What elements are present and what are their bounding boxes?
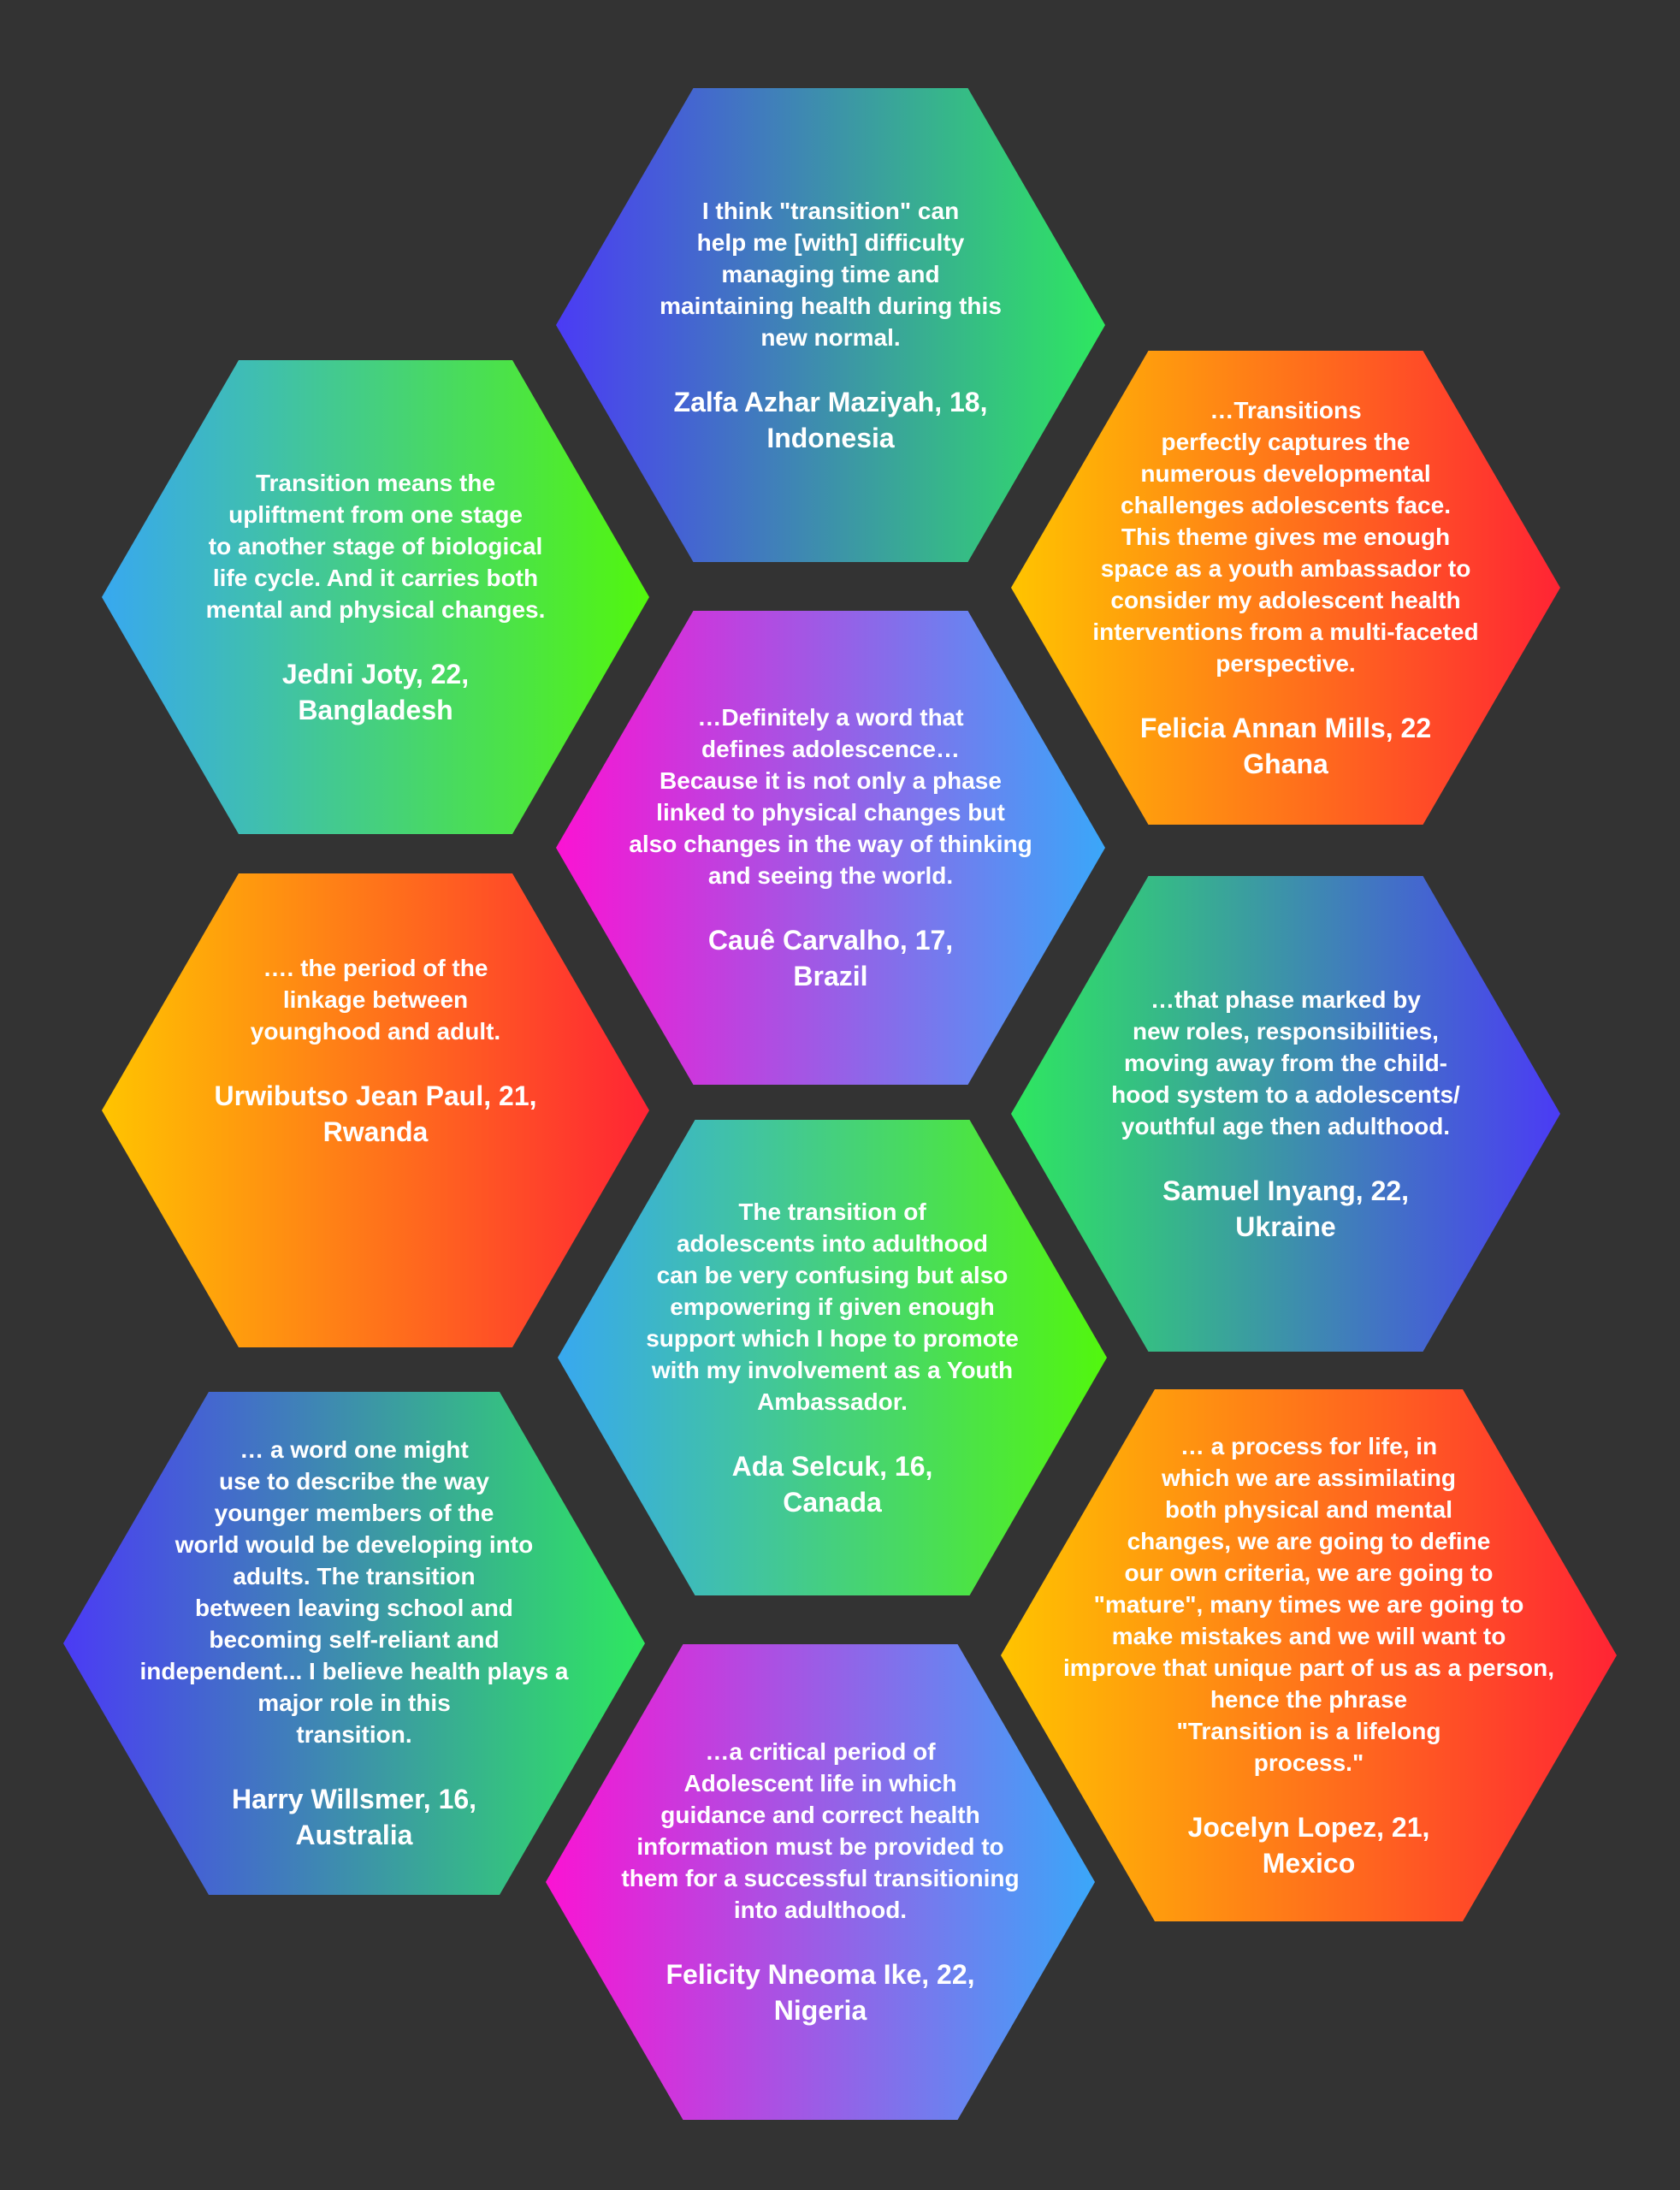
author-attribution: Felicia Annan Mills, 22 Ghana	[1139, 712, 1432, 779]
author-attribution: Urwibutso Jean Paul, 21, Rwanda	[214, 1080, 537, 1147]
author-attribution: Felicity Nneoma Ike, 22, Nigeria	[665, 1959, 975, 2026]
quote-text: Transition means the upliftment from one…	[205, 469, 546, 623]
quote-card-australia: … a word one might use to describe the w…	[63, 1392, 645, 1895]
quote-card-brazil: …Definitely a word that defines adolesce…	[556, 611, 1105, 1085]
quote-text: … a word one might use to describe the w…	[139, 1436, 569, 1748]
quote-card-ghana: …Transitions perfectly captures the nume…	[1011, 351, 1560, 825]
quote-card-rwanda: …. the period of the linkage between you…	[102, 873, 649, 1347]
quote-card-mexico: … a process for life, in which we are as…	[1001, 1389, 1617, 1921]
quote-text: …Definitely a word that defines adolesce…	[629, 704, 1032, 889]
quote-card-indonesia: I think "transition" can help me [with] …	[556, 88, 1105, 562]
author-attribution: Jedni Joty, 22, Bangladesh	[281, 658, 470, 725]
quote-card-nigeria: …a critical period of Adolescent life in…	[546, 1644, 1095, 2120]
quote-card-ukraine: …that phase marked by new roles, respons…	[1011, 876, 1560, 1352]
quote-text: …that phase marked by new roles, respons…	[1111, 986, 1460, 1139]
author-attribution: Ada Selcuk, 16, Canada	[731, 1450, 933, 1518]
quote-text: … a process for life, in which we are as…	[1062, 1432, 1555, 1776]
author-attribution: Harry Willsmer, 16, Australia	[231, 1784, 477, 1850]
author-attribution: Zalfa Azhar Maziyah, 18, Indonesia	[673, 386, 988, 453]
quote-text: …Transitions perfectly captures the nume…	[1092, 396, 1479, 677]
author-attribution: Jocelyn Lopez, 21, Mexico	[1187, 1811, 1430, 1879]
quote-text: …. the period of the linkage between you…	[250, 955, 501, 1045]
quote-card-canada: The transition of adolescents into adult…	[558, 1120, 1107, 1595]
quote-card-bangladesh: Transition means the upliftment from one…	[102, 360, 649, 834]
quote-text: …a critical period of Adolescent life in…	[621, 1738, 1020, 1923]
quote-text: The transition of adolescents into adult…	[646, 1198, 1019, 1415]
author-attribution: Samuel Inyang, 22, Ukraine	[1162, 1175, 1410, 1242]
author-attribution: Cauê Carvalho, 17, Brazil	[707, 925, 954, 991]
quote-text: I think "transition" can help me [with] …	[660, 197, 1002, 351]
